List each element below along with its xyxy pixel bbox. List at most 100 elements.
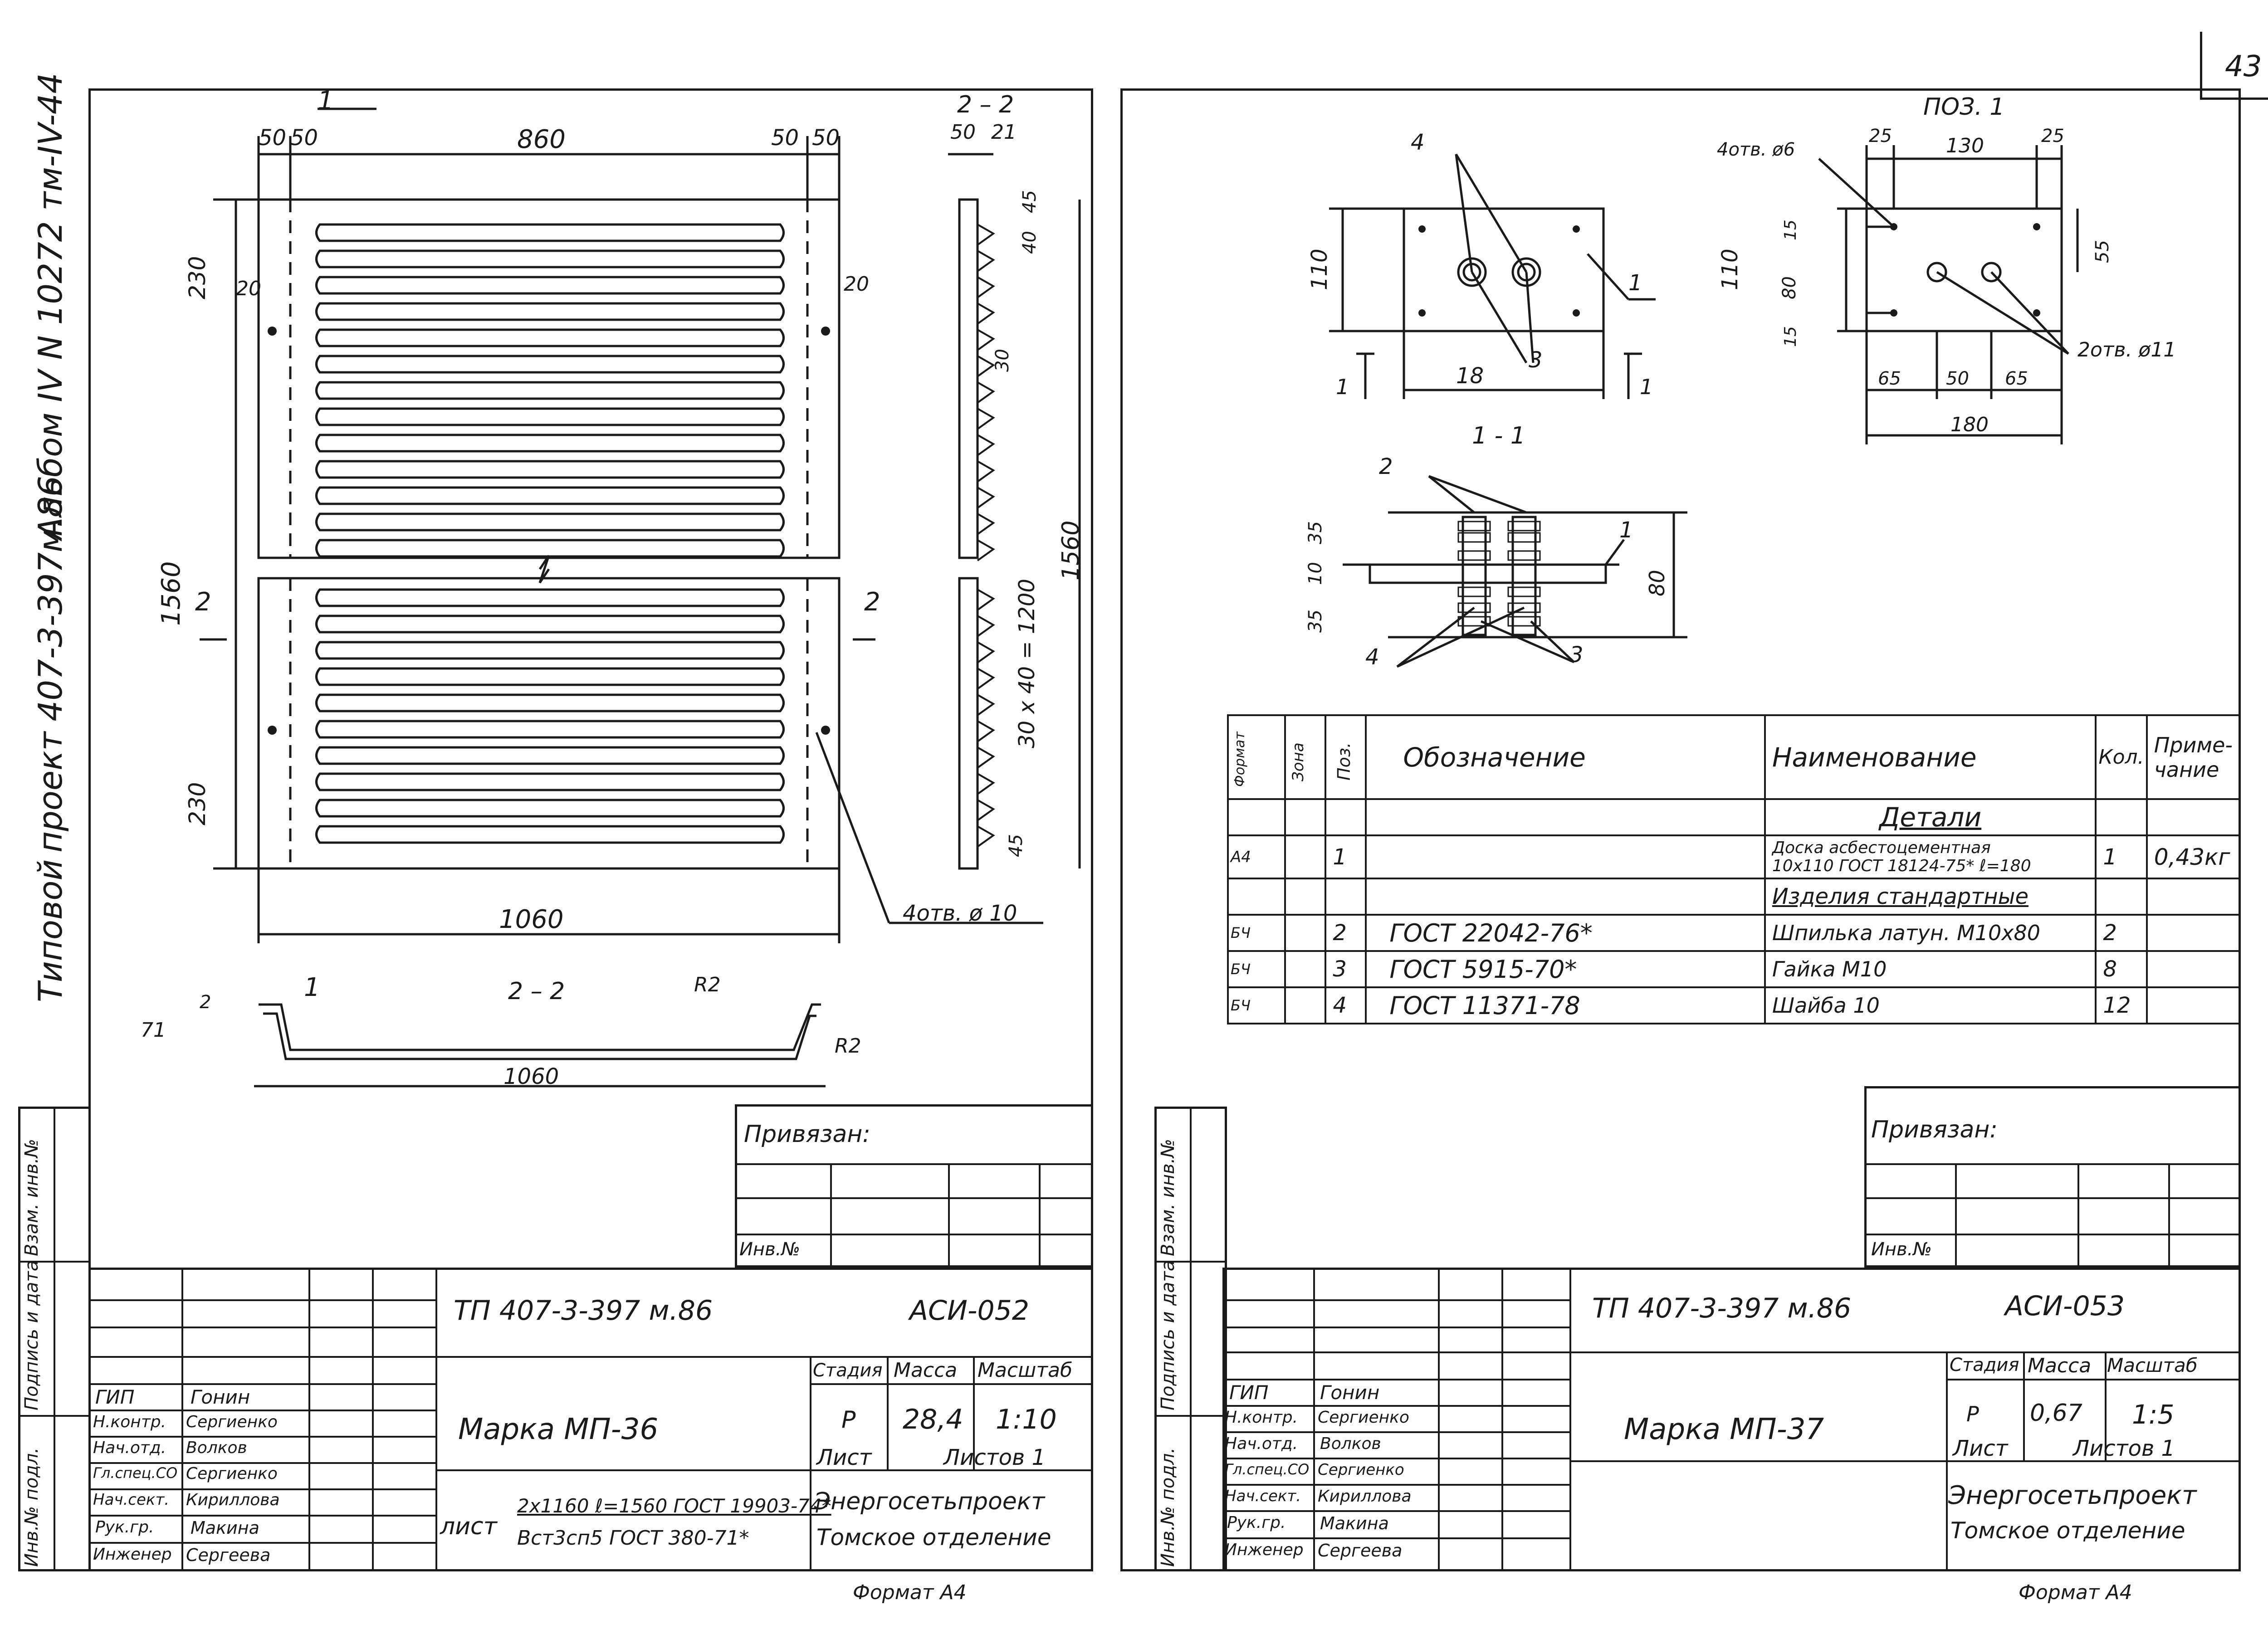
louvre-profile (977, 434, 995, 456)
right-mark: Марка МП-37 (1624, 1413, 1824, 1446)
left-sheet-code: АСИ-052 (909, 1295, 1029, 1327)
spec-hdr-designation: Обозначение (1365, 714, 1766, 800)
louvre-profile (977, 302, 995, 325)
view-2-2-title: 2 – 2 (957, 91, 1014, 118)
louvre-slot (315, 249, 785, 268)
louvre-slot (315, 693, 785, 712)
left-material-label: лист (440, 1513, 497, 1540)
spec-group-details: Детали (1764, 798, 2097, 836)
louvre-slot (315, 667, 785, 686)
left-title-block (88, 1268, 1093, 1571)
pos1-dim-25a: 25 (1869, 126, 1892, 146)
right-mass-hdr: Масса (2028, 1354, 2092, 1377)
pos1-dim-80: 80 (1779, 276, 1800, 299)
louvre-profile (977, 355, 995, 377)
cut-1-top: 1 (318, 86, 334, 116)
left-scale: 1:10 (996, 1404, 1057, 1435)
louvre-slot (315, 355, 785, 374)
pos1-dim-130: 130 (1946, 134, 1984, 157)
louvre-slot (315, 746, 785, 765)
right-sheet-code: АСИ-053 (2005, 1290, 2125, 1322)
left-mark: Марка МП-36 (458, 1413, 659, 1446)
louvre-slot (315, 799, 785, 818)
section-cut-1: 1 (304, 973, 320, 1002)
right-title-block (1222, 1268, 2241, 1571)
louvre-profile (977, 799, 995, 821)
right-scale: 1:5 (2132, 1399, 2175, 1430)
louvre-slot (315, 720, 785, 739)
pos1-dim-15a: 15 (1781, 219, 1800, 240)
callout-4-sec: 4 (1365, 644, 1379, 670)
cut-1-right: 1 (1640, 375, 1653, 399)
left-mass-hdr: Масса (894, 1359, 958, 1382)
left-code: ТП 407-3-397 м.86 (454, 1295, 713, 1327)
louvre-profile (977, 615, 995, 637)
pos1-dim-55: 55 (2092, 240, 2113, 263)
right-mass: 0,67 (2030, 1400, 2082, 1427)
dim-top-50c: 50 (771, 125, 799, 151)
dim-top-50d: 50 (812, 125, 840, 151)
dim-right-20: 20 (844, 273, 869, 296)
right-bound-block (1864, 1086, 2241, 1268)
sig-role: Нач.сект. (93, 1491, 170, 1509)
louvre-profile (977, 641, 995, 663)
louvre-slot (315, 381, 785, 400)
louvre-slot (315, 588, 785, 607)
cut-2-right: 2 (864, 587, 880, 617)
louvre-slot (315, 512, 785, 532)
plate-dim-110: 110 (1307, 249, 1332, 290)
louvre-slot (315, 407, 785, 426)
right-org-2: Томское отделение (1950, 1517, 2185, 1544)
spec-hdr-format: Формат (1227, 714, 1286, 800)
pos1-holes-small: 4отв. ø6 (1717, 139, 1795, 160)
louvre-profile (977, 250, 995, 272)
louvre-slot (315, 486, 785, 505)
sec-dim-10: 10 (1305, 562, 1326, 585)
cut-1-left: 1 (1336, 375, 1349, 399)
sig-name: Гонин (191, 1386, 250, 1408)
sig-name: Волков (186, 1439, 247, 1457)
louvre-profile (977, 408, 995, 430)
spec-hdr-zone: Зона (1284, 714, 1327, 800)
right-sheets-hdr: Листов 1 (2073, 1436, 2175, 1461)
pos1-dim-50: 50 (1946, 368, 1969, 389)
left-stage-hdr: Стадия (813, 1360, 883, 1381)
louvre-slot (315, 772, 785, 791)
sig-name: Сергеева (186, 1545, 271, 1565)
left-inv-label: Инв.№ (739, 1239, 800, 1260)
callout-4-top: 4 (1411, 130, 1425, 155)
right-stage-hdr: Стадия (1950, 1355, 2019, 1375)
section-1-1-title: 1 - 1 (1472, 422, 1525, 449)
right-scale-hdr: Масштаб (2107, 1354, 2198, 1376)
callout-2-sec: 2 (1379, 454, 1393, 479)
pos1-dim-65a: 65 (1878, 368, 1901, 389)
left-bound-label: Привязан: (744, 1121, 870, 1148)
callout-3-sec: 3 (1569, 642, 1584, 668)
spec-table: Формат Зона Поз. Обозначение Наименовани… (1227, 714, 2241, 1024)
louvre-slot (315, 641, 785, 660)
louvre-profile (977, 513, 995, 535)
left-bound-block (735, 1104, 1093, 1268)
spec-hdr-pos: Поз. (1325, 714, 1367, 800)
left-scale-hdr: Масштаб (978, 1359, 1073, 1382)
left-material-1: 2x1160 ℓ=1560 ГОСТ 19903-74* (517, 1495, 831, 1517)
louvre-profile (977, 694, 995, 716)
right-sheet-hdr: Лист (1953, 1436, 2008, 1461)
left-org-1: Энергосетьпроект (814, 1488, 1045, 1515)
left-org-2: Томское отделение (816, 1524, 1051, 1551)
holes-label: 4отв. ø 10 (903, 901, 1017, 926)
pos1-dim-65b: 65 (2005, 368, 2028, 389)
pos1-holes-big: 2отв. ø11 (2077, 338, 2176, 361)
dim-top-860: 860 (517, 125, 566, 154)
callout-3-plate: 3 (1529, 347, 1543, 373)
right-bound-label: Привязан: (1871, 1116, 1998, 1143)
spec-hdr-name: Наименование (1764, 714, 2097, 800)
louvre-slot (315, 302, 785, 321)
left-format: Формат А4 (853, 1581, 967, 1604)
louvre-profile (977, 746, 995, 769)
dim-left-20: 20 (236, 277, 261, 300)
louvre-profile (977, 589, 995, 611)
section-1060: 1060 (503, 1064, 559, 1089)
dim-top-50b: 50 (290, 125, 318, 151)
